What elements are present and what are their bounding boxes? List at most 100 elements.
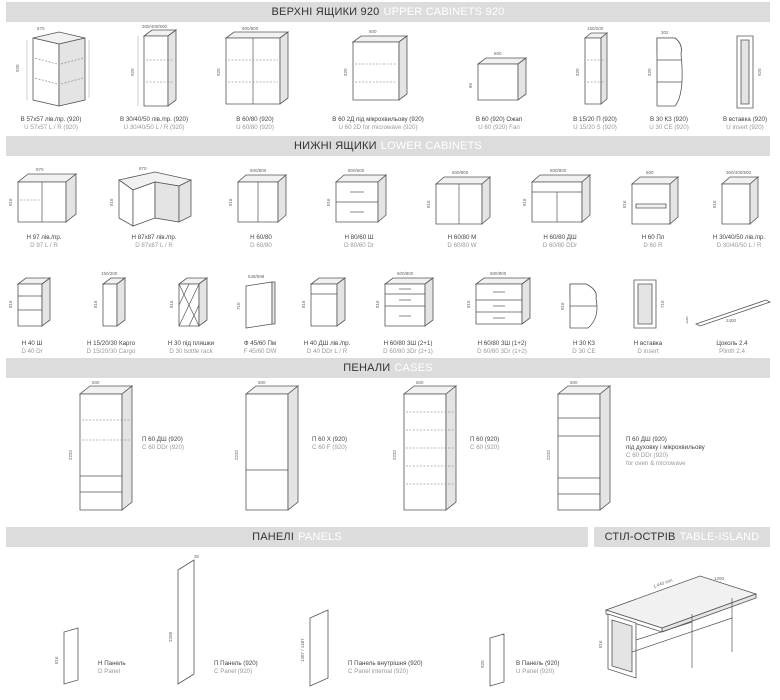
caption-en: D 60/80 xyxy=(250,242,272,249)
caption-uk: Н 60/80 М xyxy=(447,234,477,241)
table-island: 816 1200 1,440 mm xyxy=(592,552,772,692)
corner-upper-cabinet-drawing: 920 570 xyxy=(15,26,90,107)
caption-en: C 60 DDr (920) xyxy=(142,444,184,451)
dim-width: 870 xyxy=(36,167,44,172)
dim-height: 816 xyxy=(426,200,431,208)
dim-width: 150/200 xyxy=(587,26,604,31)
dim-width: 548/598 xyxy=(248,274,265,279)
section-title-uk: ПАНЕЛІ xyxy=(252,531,295,543)
caption-en: D 15/20/30 Cargo xyxy=(86,348,136,355)
dim-width: 600 xyxy=(494,51,502,56)
caption-en: D 30 CE xyxy=(572,348,596,355)
section-lower-cabinets: НИЖНІ ЯЩИКИ LOWER CABINETS xyxy=(6,136,770,156)
case-60-ddr: 2232 600 xyxy=(62,380,152,520)
dim-height: 816 xyxy=(560,302,565,310)
section-title-uk: СТІЛ-ОСТРІВ xyxy=(604,531,676,543)
dim-height: 920 xyxy=(575,68,580,76)
fan-upper-cabinet-drawing: 60 600 xyxy=(468,51,528,101)
panel-upper: 920 xyxy=(476,626,516,690)
dim-width: 600/800 xyxy=(452,170,469,175)
plinth: 100 2400 Цоколь 2.4 Plinth 2.4 xyxy=(686,268,778,356)
lower-cabinet-40-drawers: 816 Н 40 Ш D 40 Dr xyxy=(4,268,60,356)
lower-cabinet-40-door-drawer: 816 Н 40 ДШ лів./пр. D 40 DDr L / R xyxy=(292,268,362,356)
case-60-fridge-drawing: 2232 600 xyxy=(234,380,300,511)
upper-panel-drawing: 920 xyxy=(480,633,505,687)
caption-uk: П 60 ДШ (920) xyxy=(142,436,183,443)
caption-uk: В 57x57 лів./пр. (920) xyxy=(20,116,82,123)
caption-uk: П Панель внутрішня (920) xyxy=(348,660,423,667)
lower-cabinet-3-drawers-1-2: 816 600/800 Н 60/80 3Ш (1+2) D 60/80 3Dr… xyxy=(462,268,542,356)
lower-97-drawing: 816 870 xyxy=(8,167,78,223)
dim-width: 800/600 xyxy=(348,168,365,173)
lower-insert-drawing: 710 xyxy=(633,279,665,329)
caption-uk: Н 87x87 лів./пр. xyxy=(131,234,177,241)
caption-en: C 60 DDr (920) xyxy=(626,452,668,459)
dim-width: 600/800 xyxy=(397,271,414,276)
dim-height: 816 xyxy=(326,198,331,206)
caption-en: D 87x87 L / R xyxy=(135,242,173,249)
lower-door-drawer-drawing: 816 600/800 xyxy=(522,168,592,223)
plinth-drawing: 100 2400 xyxy=(686,299,772,327)
dim-width: 600 xyxy=(369,29,377,34)
lower-open-drawing: 816 600 xyxy=(622,170,680,225)
lower-panel-drawing: 816 xyxy=(54,627,79,685)
dishwasher-front-drawing: 710 548/598 xyxy=(236,274,276,329)
panel-lower: 816 xyxy=(48,620,88,690)
caption-uk: П 60 Х (920) xyxy=(312,436,348,443)
caption-uk: Ф 45/60 Пм xyxy=(243,340,277,347)
caption-en: F 45/60 DW xyxy=(243,348,277,355)
section-title-en: CASES xyxy=(394,362,433,374)
caption-uk: П 60 (920) xyxy=(470,436,500,443)
dim-height: 816 xyxy=(228,198,233,206)
caption-en: D 40 DDr L / R xyxy=(306,348,348,355)
dim-width: 600/800 xyxy=(242,26,259,31)
caption-uk: В 60/80 (920) xyxy=(236,116,274,123)
dim-height: 2232 xyxy=(392,449,397,460)
caption-uk: Цоколь 2.4 xyxy=(716,340,748,347)
lower-cabinet-60-80: 816 600/800 Н 60/80 D 60/80 xyxy=(226,162,296,250)
dim-height: 60 xyxy=(468,82,473,88)
insert-upper-drawing: 920 xyxy=(736,35,762,109)
dim-width: 1200 xyxy=(714,576,725,581)
dim-width: 600/800 xyxy=(550,168,567,173)
dim-height: 816 xyxy=(8,198,13,206)
dim-height: 816 xyxy=(375,300,380,308)
caption-uk: Н 40 Ш xyxy=(21,340,43,347)
caption-uk: Н 80/60 Ш xyxy=(344,234,374,241)
caption-uk: Н 60/80 ДШ xyxy=(543,234,577,241)
dim-height: 2232 xyxy=(234,449,239,460)
dim-height: 2208 xyxy=(168,631,173,642)
upper-insert: 920 В вставка (920) U insert (920) xyxy=(712,24,778,132)
caption-en: D 40 Dr xyxy=(21,348,43,355)
upper-cabinet-15-20-shelf: 920 150/200 В 15/20 П (920) U 15/20 S (9… xyxy=(562,24,628,132)
dishwasher-front: 710 548/598 Ф 45/60 Пм F 45/60 DW xyxy=(230,268,290,356)
caption-uk: Н 30/40/50 лів./пр. xyxy=(712,234,766,241)
dim-width: 302 xyxy=(661,30,669,35)
dim-width: 600 xyxy=(92,380,100,385)
dim-height: 100 xyxy=(686,316,689,324)
dim-width: 570 xyxy=(37,26,45,31)
dim-width: 300/400/500 xyxy=(142,24,168,29)
microwave-upper-cabinet-drawing: 920 600 xyxy=(343,29,409,101)
dim-height: 816 xyxy=(712,200,717,208)
caption-uk: Н 30 КЗ xyxy=(572,340,596,347)
dim-height: 816 xyxy=(301,300,306,308)
caption-uk: Н 60/80 3Ш (1+2) xyxy=(477,340,527,347)
section-title-en: TABLE-ISLAND xyxy=(679,531,760,543)
case-60-ddr-label: П 60 ДШ (920) C 60 DDr (920) xyxy=(142,436,184,452)
table-island-drawing: 816 1200 1,440 mm xyxy=(598,575,758,679)
lower-3dr-2-1-drawing: 816 600/800 xyxy=(375,271,435,327)
case-panel-drawing: 2208 30 xyxy=(168,554,200,685)
lower-narrow-drawing: 816 300/400/500 xyxy=(712,170,760,225)
caption-en: D 97 L / R xyxy=(30,242,58,249)
lower-40-ddr-drawing: 816 xyxy=(301,277,347,327)
lower-cabinet-60-open: 816 600 Н 60 Пл D 60 R xyxy=(616,162,690,250)
lower-bottle-rack-drawing: 816 xyxy=(169,277,209,327)
caption-uk: В вставка (920) xyxy=(722,116,768,123)
lower-cabinet-bottle-rack: 816 Н 30 під пляшки D 30 bottle rack xyxy=(156,268,226,356)
lower-3dr-1-2-drawing: 816 600/800 xyxy=(466,271,532,325)
caption-uk: Н 60/80 xyxy=(250,234,272,241)
dim-height: 920 xyxy=(130,68,135,76)
case-60-oven-microwave: 2232 600 xyxy=(540,380,630,520)
lower-cabinet-80-60-drawers: 816 800/600 Н 80/60 Ш D 80/60 Dr xyxy=(322,162,396,250)
